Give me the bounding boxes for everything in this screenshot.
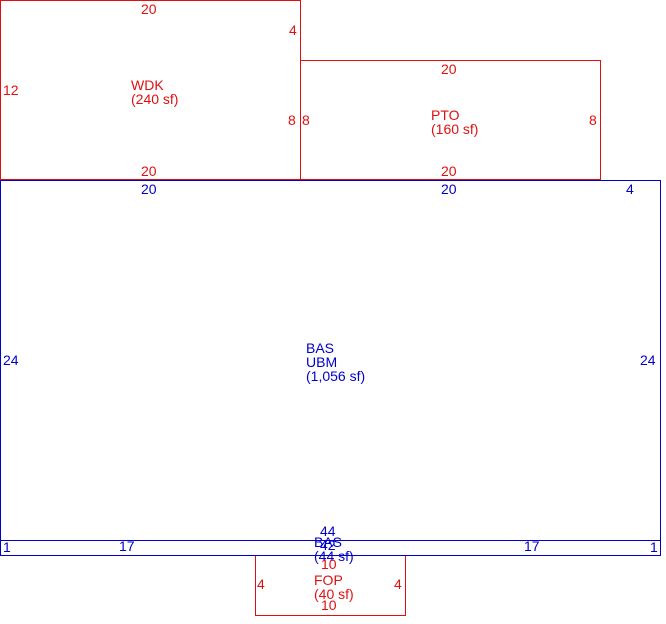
- bas-right-dimension: 24: [640, 352, 656, 368]
- wdk-area-label: (240 sf): [131, 91, 178, 107]
- bas-top-left-dimension: 20: [141, 181, 157, 197]
- pto-top-dimension: 20: [441, 61, 457, 77]
- wdk-bottom-dimension: 20: [141, 163, 157, 179]
- bas-top-right-dimension: 4: [626, 181, 634, 197]
- wdk-top-dimension: 20: [141, 1, 157, 17]
- strip-left-end-dimension: 1: [3, 539, 11, 555]
- wdk-left-dimension: 12: [3, 82, 19, 98]
- strip-bottom-dimension: 42: [320, 537, 336, 553]
- strip-right-end-dimension: 1: [650, 539, 658, 555]
- pto-right-dimension: 8: [589, 112, 597, 128]
- fop-left-dimension: 4: [257, 576, 265, 592]
- bas-strip-outline: [0, 540, 661, 556]
- bas-top-mid-dimension: 20: [441, 181, 457, 197]
- bas-bottom-dimension: 44: [320, 523, 336, 539]
- pto-outline: [300, 60, 601, 180]
- bas-sub-label: UBM: [306, 354, 337, 370]
- bas-area-label: (1,056 sf): [306, 368, 365, 384]
- fop-area-label: (40 sf): [314, 586, 354, 602]
- fop-name-label: FOP: [314, 572, 343, 588]
- fop-right-dimension: 4: [394, 576, 402, 592]
- strip-name-label: BAS: [314, 534, 342, 550]
- wdk-right-upper-dimension: 4: [289, 22, 297, 38]
- pto-bottom-dimension: 20: [441, 163, 457, 179]
- strip-right-run-dimension: 17: [524, 538, 540, 554]
- pto-left-dimension: 8: [302, 112, 310, 128]
- bas-left-dimension: 24: [3, 352, 19, 368]
- fop-bottom-dimension: 10: [321, 597, 337, 613]
- pto-area-label: (160 sf): [431, 121, 478, 137]
- strip-left-run-dimension: 17: [119, 538, 135, 554]
- bas-name-label: BAS: [306, 340, 334, 356]
- fop-top-dimension: 10: [321, 556, 337, 572]
- wdk-name-label: WDK: [131, 77, 164, 93]
- strip-area-label: (44 sf): [314, 548, 354, 564]
- pto-name-label: PTO: [431, 107, 460, 123]
- wdk-right-lower-dimension: 8: [288, 112, 296, 128]
